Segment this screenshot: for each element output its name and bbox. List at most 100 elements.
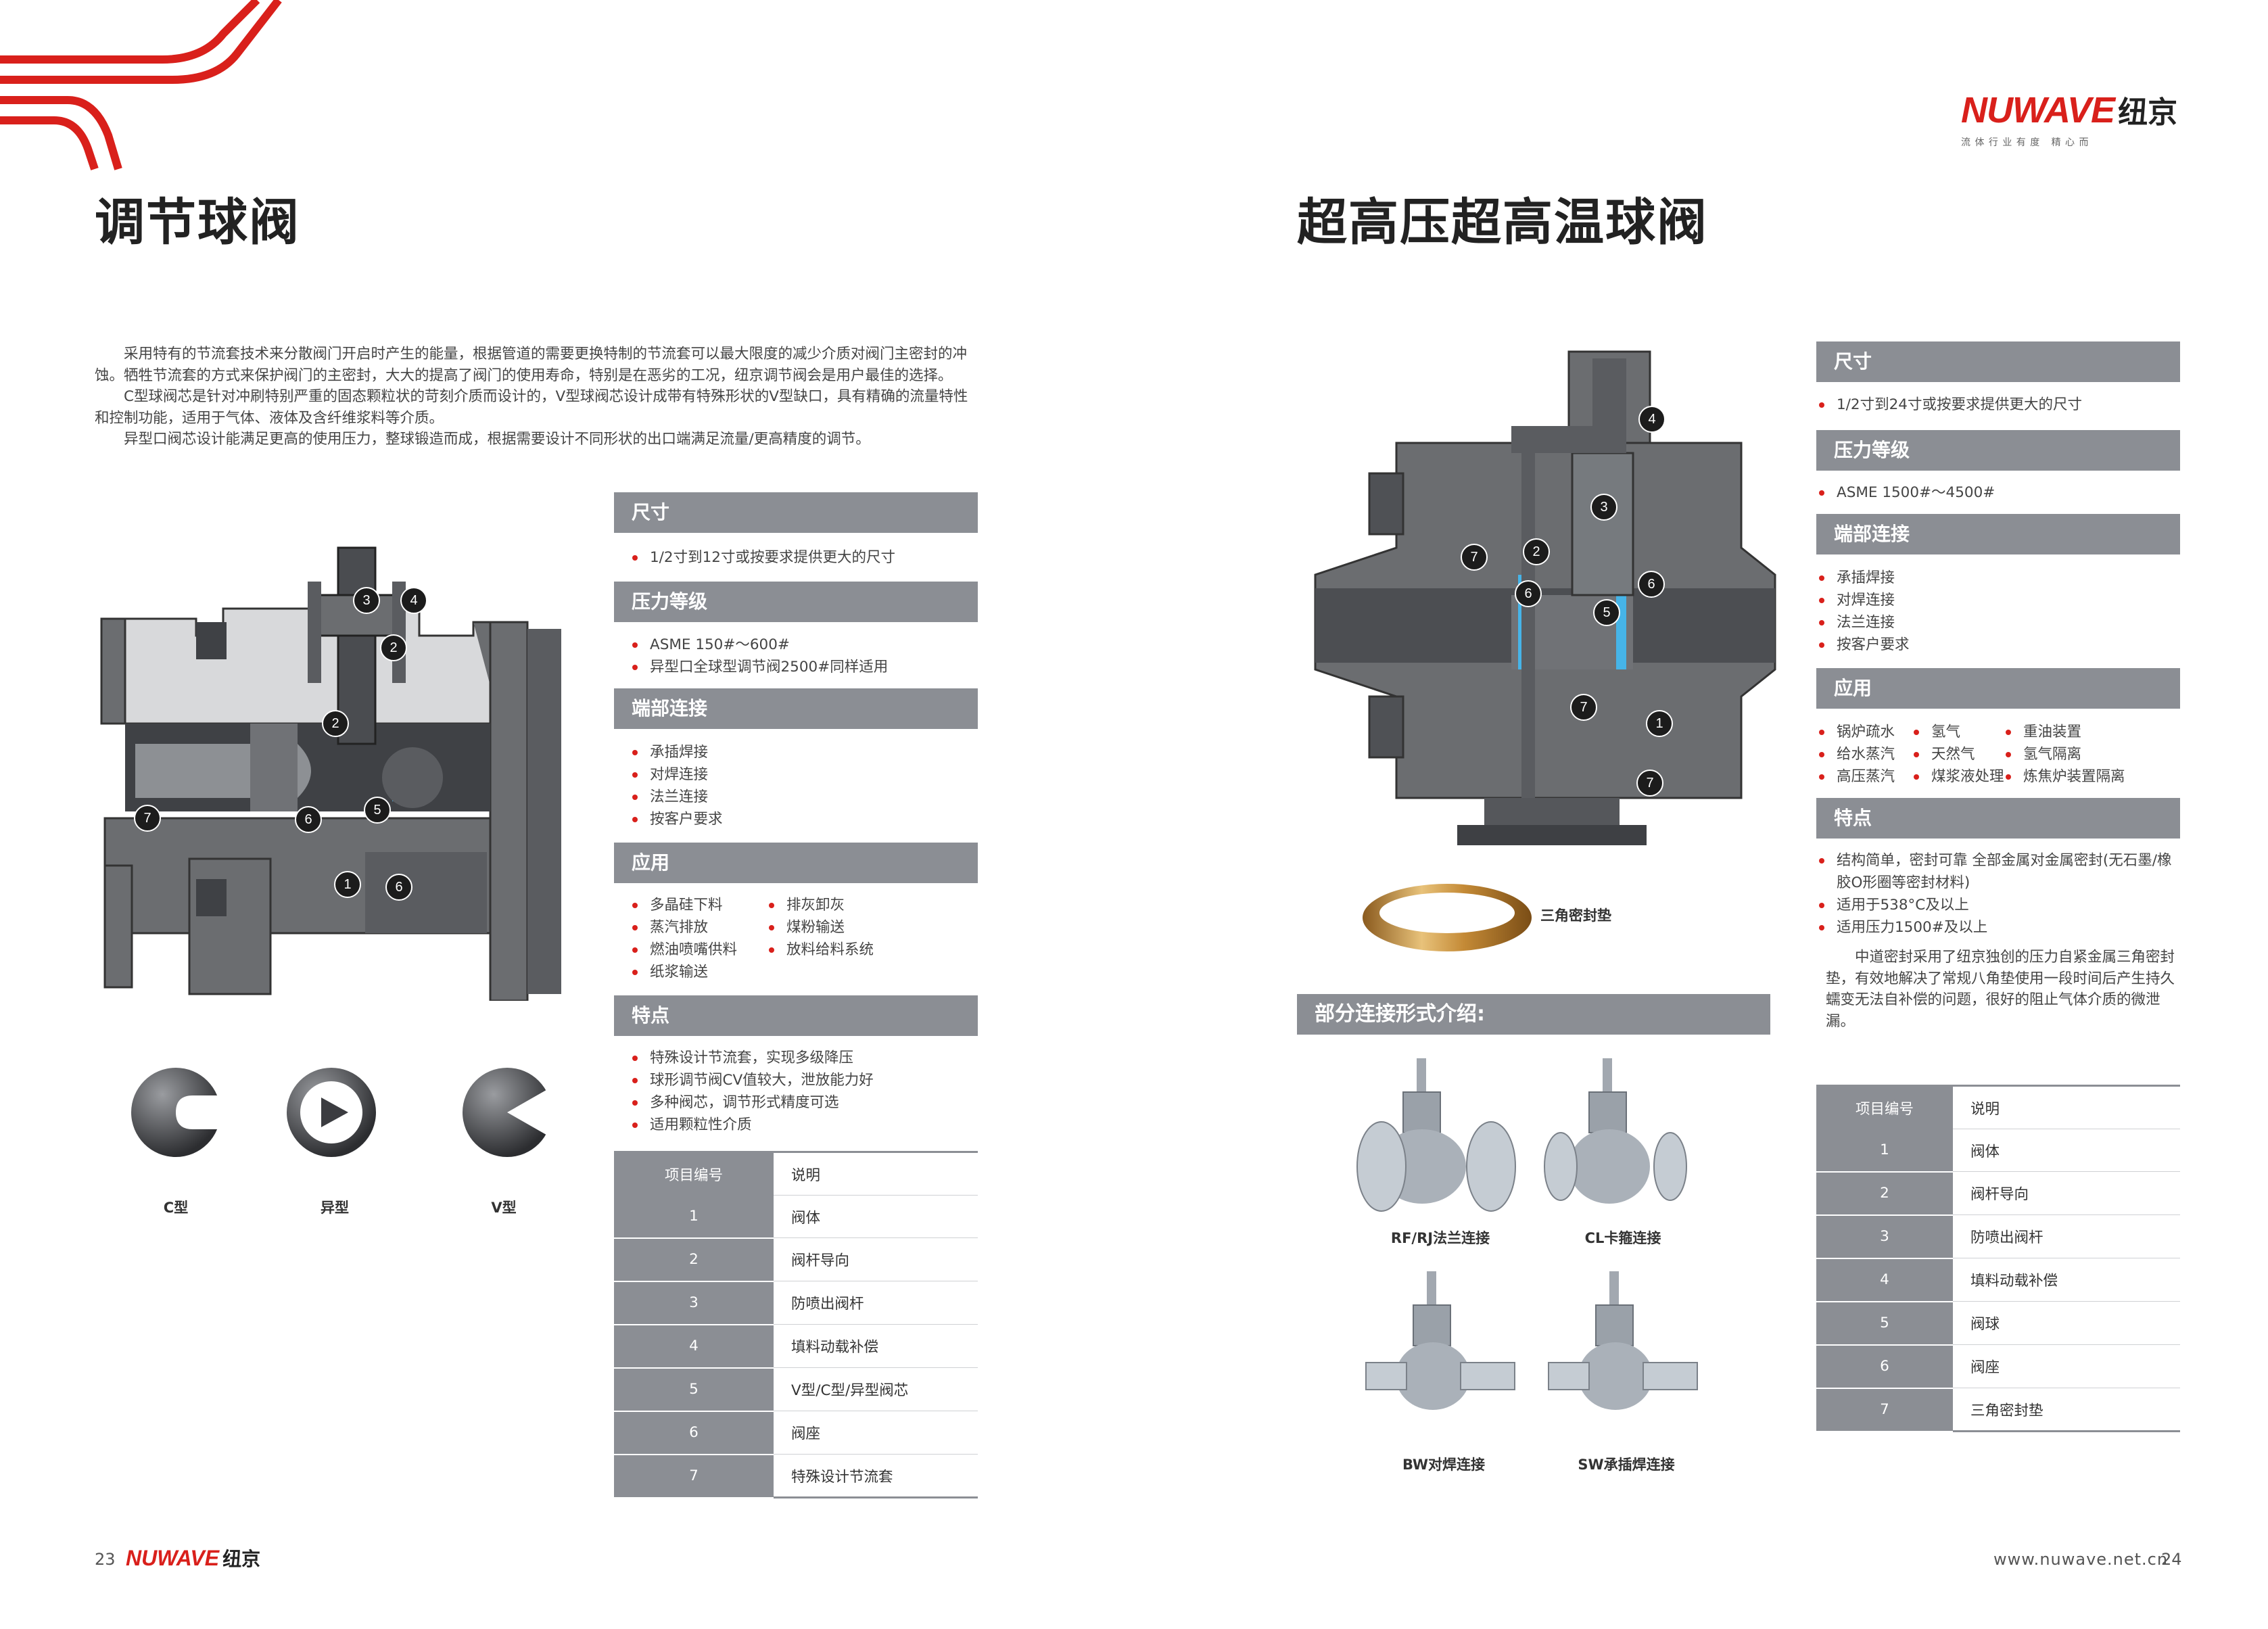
list-item: ASME 150#～600# (632, 634, 888, 656)
table-cell: 4 (1816, 1258, 1953, 1302)
table-cell: 阀座 (1953, 1344, 2180, 1388)
callout-6: 6 (1638, 571, 1665, 598)
logo-cn: 纽京 (2118, 95, 2178, 130)
callout-1: 1 (334, 871, 361, 898)
callout-7: 7 (1461, 544, 1488, 571)
section-size: 尺寸 (614, 492, 978, 533)
intro-paragraph: 异型口阀芯设计能满足更高的使用压力，整球锻造而成，根据需要设计不同形状的出口端满… (124, 431, 870, 448)
page-title-left: 调节球阀 (95, 193, 300, 252)
list-item: 燃油喷嘴供料 (632, 939, 754, 961)
callout-3: 3 (353, 587, 380, 614)
seal-caption: 三角密封垫 (1540, 907, 1611, 924)
ball-type-label: V型 (491, 1200, 517, 1216)
callout-1: 1 (1646, 710, 1673, 737)
callout-7: 7 (1570, 694, 1597, 721)
callout-5: 5 (1593, 599, 1620, 626)
page-number-right: 24 (2161, 1550, 2182, 1569)
table-cell: 防喷出阀杆 (1953, 1214, 2180, 1258)
callout-6: 6 (295, 806, 322, 833)
callout-3: 3 (1590, 494, 1617, 521)
application-list: 多晶硅下料 排灰卸灰 蒸汽排放 煤粉输送 燃油喷嘴供料 放料给料系统 纸浆输送 (632, 894, 918, 983)
triangle-seal-ring-image (1363, 884, 1532, 951)
logo-cn: 纽京 (222, 1548, 261, 1570)
website: www.nuwave.net.cn (1993, 1550, 2169, 1569)
table-cell: V型/C型/异型阀芯 (774, 1367, 978, 1411)
table-header: 项目编号 (1816, 1085, 1953, 1129)
table-header: 说明 (774, 1151, 978, 1196)
table-header: 说明 (1953, 1085, 2180, 1129)
list-item: ASME 1500#～4500# (1819, 481, 1995, 504)
table-cell: 4 (614, 1324, 774, 1369)
table-cell: 3 (1816, 1214, 1953, 1259)
list-item: 多种阀芯，调节形式精度可选 (632, 1091, 874, 1114)
sw-socket-weld-valve-image (1548, 1271, 1698, 1410)
cl-clamp-valve-image (1544, 1058, 1687, 1204)
list-item: 按客户要求 (1819, 634, 1910, 656)
connection-caption: RF/RJ法兰连接 (1390, 1230, 1490, 1246)
feature-paragraph: 中道密封采用了纽京独创的压力自紧金属三角密封垫，有效地解决了常规八角垫使用一段时… (1826, 949, 2175, 1030)
section-features: 特点 (1816, 798, 2180, 839)
size-list: 1/2寸到12寸或按要求提供更大的尺寸 (632, 546, 895, 569)
section-pressure: 压力等级 (614, 582, 978, 622)
table-header-row: 项目编号 说明 (614, 1151, 978, 1196)
ball-type-label: C型 (163, 1200, 189, 1216)
list-item: 高压蒸汽 (1819, 765, 1904, 788)
table-cell: 填料动载补偿 (774, 1324, 978, 1368)
table-cell: 阀球 (1953, 1301, 2180, 1345)
table-cell: 6 (1816, 1344, 1953, 1389)
rf-flange-valve-image (1356, 1058, 1516, 1212)
high-pressure-ball-valve-cutaway (1314, 350, 1776, 845)
ball-type-label: 异型 (321, 1200, 349, 1216)
connection-caption: SW承插焊连接 (1578, 1457, 1675, 1473)
logo-text: NUWAVE (126, 1546, 220, 1570)
corner-decoration (0, 0, 282, 170)
section-end-connection: 端部连接 (614, 688, 978, 729)
list-item: 放料给料系统 (769, 939, 918, 961)
callout-4: 4 (400, 587, 427, 614)
table-cell: 阀体 (774, 1195, 978, 1238)
table-cell: 7 (614, 1454, 774, 1498)
intro-text: 采用特有的节流套技术来分散阀门开启时产生的能量，根据管道的需要更换特制的节流套可… (95, 344, 981, 450)
callout-6: 6 (385, 874, 412, 901)
list-item: 多晶硅下料 (632, 894, 754, 916)
list-item: 法兰连接 (1819, 611, 1910, 634)
brand-slogan: 流 体 行 业 有 度 精 心 而 (1961, 137, 2089, 148)
table-cell: 5 (614, 1367, 774, 1412)
callout-2: 2 (322, 710, 349, 737)
table-cell: 2 (1816, 1171, 1953, 1216)
list-item: 特殊设计节流套，实现多级降压 (632, 1047, 874, 1069)
application-list: 锅炉疏水 氢气 重油装置 给水蒸汽 天然气 氢气隔离 高压蒸汽 煤浆液处理 炼焦… (1819, 721, 2141, 788)
section-application: 应用 (614, 843, 978, 883)
list-item: 法兰连接 (632, 786, 723, 808)
footer-logo: NUWAVE 纽京 (126, 1544, 260, 1572)
list-item: 承插焊接 (632, 741, 723, 763)
section-end-connection: 端部连接 (1816, 514, 2180, 554)
callout-4: 4 (1638, 406, 1665, 433)
callout-7: 7 (1636, 770, 1663, 797)
connection-caption: BW对焊连接 (1402, 1457, 1486, 1473)
table-cell: 6 (614, 1411, 774, 1455)
list-item: 蒸汽排放 (632, 916, 754, 939)
table-cell: 阀体 (1953, 1129, 2180, 1172)
list-item: 适用压力1500#及以上 (1819, 916, 2184, 939)
table-cell: 1 (1816, 1129, 1953, 1173)
list-item: 球形调节阀CV值较大，泄放能力好 (632, 1069, 874, 1091)
special-ball-icon (287, 1068, 376, 1157)
end-connection-list: 承插焊接 对焊连接 法兰连接 按客户要求 (1819, 567, 1910, 656)
list-item: 重油装置 (2006, 721, 2141, 743)
list-item: 异型口全球型调节阀2500#同样适用 (632, 656, 888, 678)
list-item: 1/2寸到24寸或按要求提供更大的尺寸 (1819, 394, 2082, 416)
table-header-row: 项目编号 说明 (1816, 1085, 2180, 1129)
section-connections: 部分连接形式介绍: (1297, 994, 1770, 1035)
callout-6: 6 (1515, 580, 1542, 607)
callout-5: 5 (364, 797, 391, 824)
